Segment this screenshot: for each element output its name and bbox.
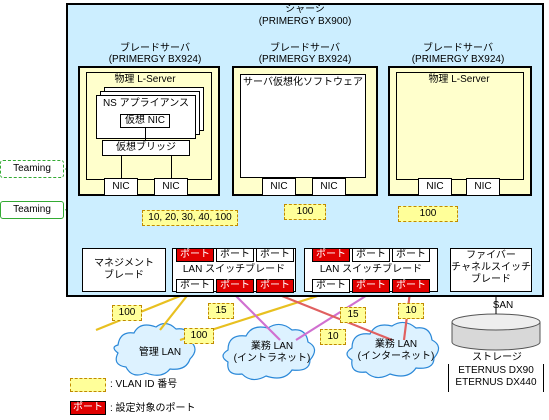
lan-switch-2-port-bottom-2: ポート	[352, 279, 390, 293]
vlan-trunk-label: 10, 20, 30, 40, 100	[142, 210, 238, 226]
vlan-intranet-label-2: 15	[340, 307, 366, 323]
blade-3-content: 物理 L-Server	[428, 74, 490, 85]
intranet-lan-label-2: (イントラネット)	[233, 353, 311, 364]
internet-lan-label-1: 業務 LAN	[374, 339, 418, 350]
lan-switch-2-port-bottom-3: ポート	[392, 279, 430, 293]
legend-port-text: : 設定対象のポート	[110, 403, 196, 414]
blade-3-title: ブレードサーバ	[423, 43, 493, 54]
teaming-callout-2	[0, 201, 64, 219]
vlan-mgmt-label-1: 100	[112, 305, 142, 321]
management-blade-box	[82, 248, 166, 292]
storage-cylinder	[451, 313, 541, 351]
intranet-lan-label-1: 業務 LAN	[250, 341, 294, 352]
bridge-to-nic1-line	[121, 156, 122, 178]
storage-models-box	[448, 364, 544, 392]
management-blade-line2: ブレード	[104, 270, 144, 281]
lan-switch-1-port-bottom-1: ポート	[176, 279, 214, 293]
lan-switch-1-label: LAN スイッチブレード	[182, 264, 286, 275]
blade-3-nic-1: NIC	[418, 178, 452, 196]
blade-3-model: (PRIMERGY BX924)	[411, 54, 505, 65]
storage-title: ストレージ	[472, 352, 522, 363]
legend-port-swatch: ポート	[70, 401, 106, 415]
blade-2-nic-1: NIC	[262, 178, 296, 196]
blade-1-nic-2: NIC	[154, 178, 188, 196]
vlan-internet-label-1: 10	[320, 329, 346, 345]
lan-switch-1-port-bottom-2: ポート	[216, 279, 254, 293]
blade-2-nic-2: NIC	[312, 178, 346, 196]
lan-switch-1-port-top-1: ポート	[176, 248, 214, 262]
lan-switch-1-port-bottom-3: ポート	[256, 279, 294, 293]
lan-switch-2-port-bottom-1: ポート	[312, 279, 350, 293]
blade-1-content: 物理 L-Server	[114, 74, 176, 85]
internet-lan-cloud	[346, 321, 440, 379]
vlan-internet-label-2: 10	[398, 303, 424, 319]
vlan-intranet-label-1: 15	[208, 303, 234, 319]
ns-appliance-label: NS アプライアンス	[102, 98, 190, 109]
lan-switch-2-port-top-3: ポート	[392, 248, 430, 262]
fc-switch-line1: ファイバー	[466, 250, 516, 261]
legend-vlan-text: : VLAN ID 番号	[110, 379, 178, 390]
virtual-bridge-box	[102, 140, 190, 156]
chassis-model: (PRIMERGY BX900)	[258, 16, 352, 27]
teaming-label-2: Teaming	[13, 204, 51, 215]
virtual-nic-box	[120, 114, 170, 128]
bridge-to-nic2-line	[171, 156, 172, 178]
chassis-title: シャーシ	[285, 4, 325, 15]
blade-3-inner	[396, 72, 524, 180]
lan-switch-1-port-top-3: ポート	[256, 248, 294, 262]
legend-vlan-swatch	[70, 378, 106, 392]
teaming-label-1: Teaming	[13, 163, 51, 174]
internet-lan-label-2: (インターネット)	[357, 351, 435, 362]
vnic-to-bridge-line	[145, 128, 146, 140]
blade-2-content: サーバ仮想化ソフトウェア	[243, 77, 363, 88]
lan-switch-2-port-top-2: ポート	[352, 248, 390, 262]
vlan-mgmt-label-2: 100	[184, 328, 214, 344]
intranet-lan-cloud	[222, 323, 316, 381]
storage-model-1: ETERNUS DX90	[458, 365, 534, 376]
fc-switch-box	[450, 248, 532, 292]
blade-3-nic-2: NIC	[466, 178, 500, 196]
fc-switch-line2: チャネルスイッチ	[451, 262, 531, 273]
fc-switch-line3: ブレード	[471, 274, 511, 285]
blade-2-inner	[240, 74, 366, 178]
blade-1-model: (PRIMERGY BX924)	[108, 54, 202, 65]
blade-2-model: (PRIMERGY BX924)	[258, 54, 352, 65]
lan-switch-1-port-top-2: ポート	[216, 248, 254, 262]
san-label: SAN	[492, 300, 514, 311]
vlan-virt-label: 100	[284, 204, 326, 220]
blade-1-nic-1: NIC	[104, 178, 138, 196]
management-lan-cloud	[113, 322, 196, 376]
virtual-nic-label: 仮想 NIC	[125, 115, 165, 126]
teaming-callout-1	[0, 160, 64, 178]
blade-1-title: ブレードサーバ	[120, 43, 190, 54]
storage-model-2: ETERNUS DX440	[455, 377, 537, 388]
vlan-right-label: 100	[398, 206, 458, 222]
blade-2-title: ブレードサーバ	[270, 43, 340, 54]
management-blade-line1: マネジメント	[94, 258, 154, 269]
management-lan-label: 管理 LAN	[138, 347, 182, 358]
lan-switch-2-port-top-1: ポート	[312, 248, 350, 262]
lan-switch-2-label: LAN スイッチブレード	[319, 264, 423, 275]
virtual-bridge-label: 仮想ブリッジ	[116, 142, 176, 153]
